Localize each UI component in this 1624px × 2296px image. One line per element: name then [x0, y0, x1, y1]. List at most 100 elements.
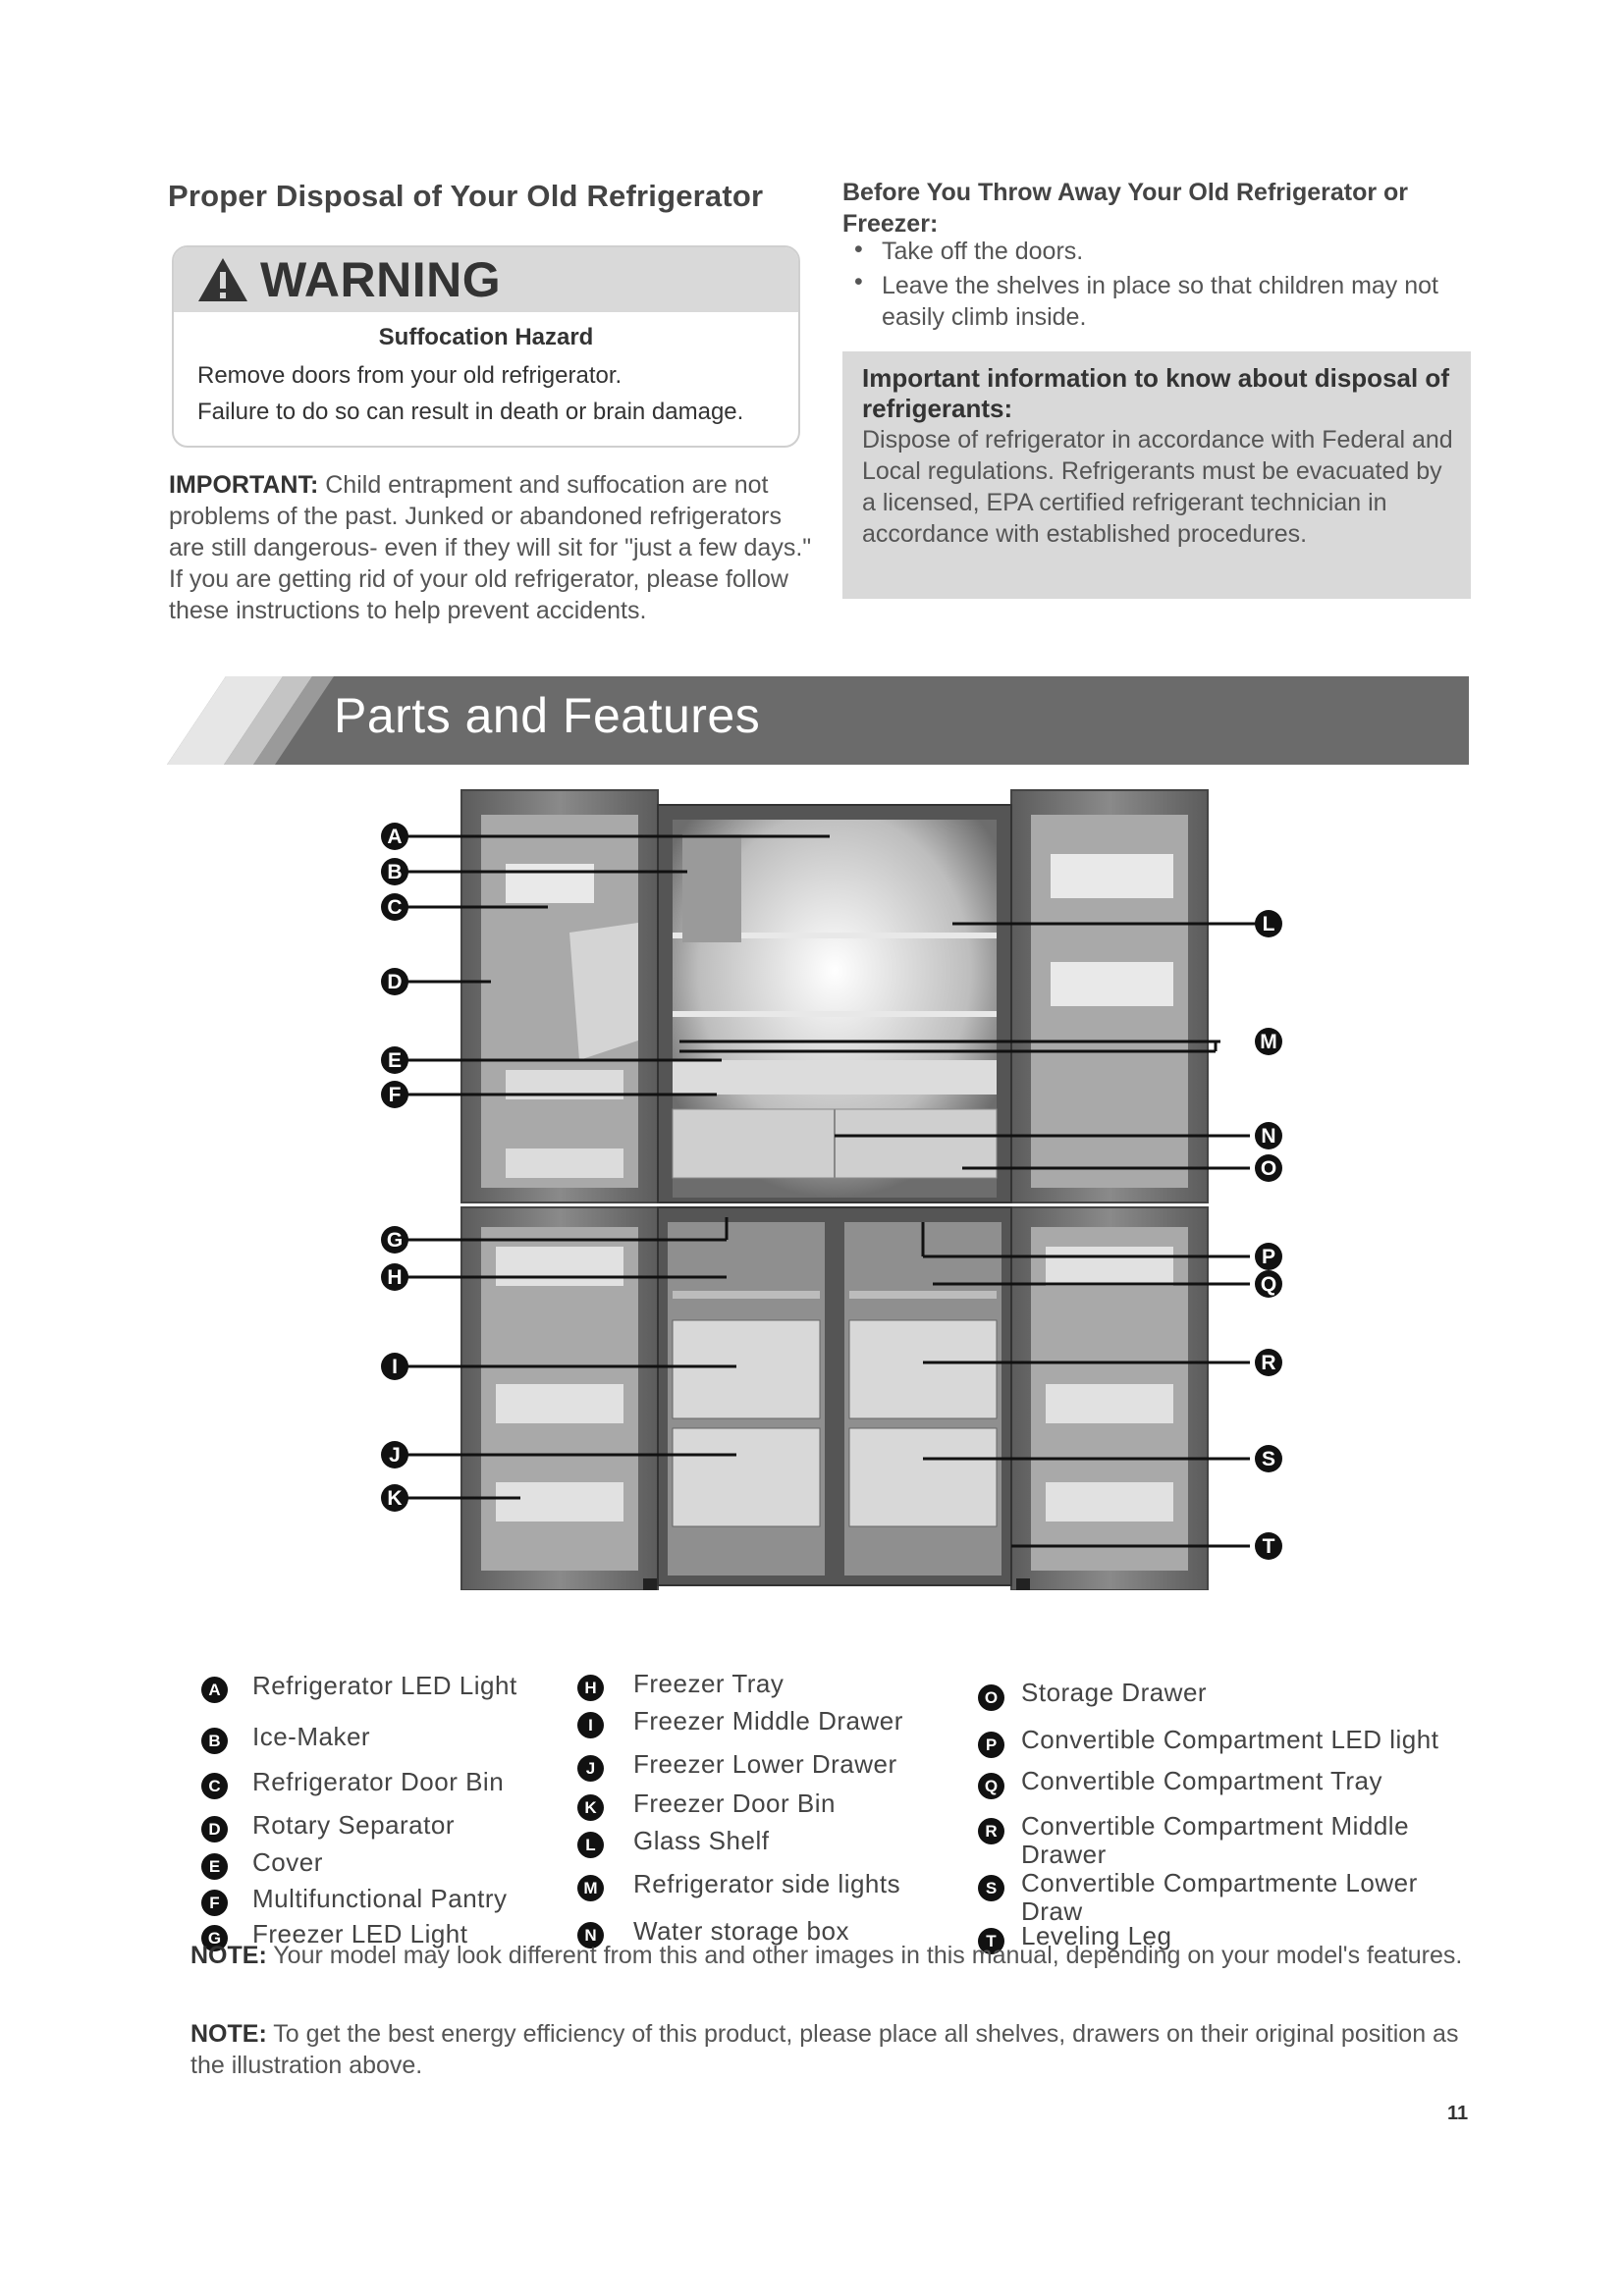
legend-item-t: Leveling Leg: [1021, 1921, 1172, 1950]
legend-badge-t: T: [978, 1928, 1004, 1954]
fridge-body: [460, 789, 1209, 1590]
diagram-label-s: S: [1255, 1445, 1282, 1472]
bullet-dot: •: [854, 236, 863, 263]
diagram-label-n: N: [1255, 1122, 1282, 1149]
diagram-label-d: D: [381, 968, 408, 995]
refrigerant-info-box: Important information to know about disp…: [842, 351, 1471, 599]
parts-banner: [167, 676, 1469, 765]
refrigerator-diagram: ABC D EF GH I JK L M NO PQ R S T: [381, 789, 1282, 1590]
page-number: 11: [1447, 2103, 1469, 2124]
legend-badge-o: O: [978, 1684, 1004, 1711]
legend-badge-c: C: [201, 1773, 228, 1799]
svg-text:T: T: [1263, 1535, 1275, 1558]
legend-badge-q: Q: [978, 1773, 1004, 1799]
diagram-label-j: J: [381, 1441, 408, 1468]
info-box-title: Important information to know about disp…: [862, 363, 1449, 423]
warning-line-2: Failure to do so can result in death or …: [197, 399, 744, 425]
legend-badge-d: D: [201, 1816, 228, 1842]
diagram-label-p: P: [1255, 1243, 1282, 1270]
legend-item-h: Freezer Tray: [633, 1669, 785, 1698]
diagram-label-l: L: [1255, 910, 1282, 937]
legend-item-n: Water storage box: [633, 1916, 849, 1946]
before-bullet-2: Leave the shelves in place so that child…: [882, 272, 1439, 331]
warning-triangle-icon: [198, 258, 247, 301]
svg-text:G: G: [387, 1229, 403, 1252]
svg-text:N: N: [1261, 1125, 1275, 1148]
legend-item-m: Refrigerator side lights: [633, 1869, 901, 1898]
svg-text:L: L: [1263, 913, 1275, 935]
svg-text:A: A: [387, 826, 402, 848]
diagram-label-m: M: [1255, 1028, 1282, 1055]
legend-item-f: Multifunctional Pantry: [252, 1884, 508, 1913]
diagram-label-q: Q: [1255, 1270, 1282, 1298]
svg-text:J: J: [389, 1444, 401, 1467]
legend-item-a: Refrigerator LED Light: [252, 1671, 517, 1700]
legend-badge-r: R: [978, 1818, 1004, 1844]
legend-item-b: Ice-Maker: [252, 1722, 371, 1751]
legend-item-q: Convertible Compartment Tray: [1021, 1766, 1383, 1795]
legend-badge-m: M: [577, 1875, 604, 1901]
svg-text:P: P: [1262, 1246, 1275, 1268]
section-title-disposal: Proper Disposal of Your Old Refrigerator: [168, 179, 764, 213]
warning-header: WARNING: [174, 247, 798, 312]
important-paragraph: IMPORTANT: Child entrapment and suffocat…: [169, 469, 817, 626]
legend-badge-f: F: [201, 1890, 228, 1916]
svg-text:R: R: [1261, 1352, 1275, 1374]
legend-badge-h: H: [577, 1675, 604, 1701]
legend-item-g: Freezer LED Light: [252, 1919, 468, 1949]
diagram-label-g: G: [381, 1226, 408, 1254]
bullet-dot: •: [854, 268, 863, 295]
legend-item-e: Cover: [252, 1847, 323, 1877]
diagram-label-f: F: [381, 1081, 408, 1108]
diagram-label-h: H: [381, 1263, 408, 1291]
warning-box: WARNING Suffocation Hazard Remove doors …: [172, 245, 800, 448]
svg-text:Q: Q: [1261, 1273, 1276, 1296]
svg-text:E: E: [388, 1049, 402, 1072]
legend-item-d: Rotary Separator: [252, 1810, 455, 1840]
legend-item-k: Freezer Door Bin: [633, 1789, 836, 1818]
diagram-label-a: A: [381, 823, 408, 850]
note-label: NOTE:: [190, 2020, 267, 2048]
diagram-labels: ABC D EF GH I JK L M NO PQ R S T: [381, 823, 1282, 1560]
legend-badge-e: E: [201, 1853, 228, 1880]
svg-text:I: I: [392, 1356, 398, 1378]
legend-item-p: Convertible Compartment LED light: [1021, 1725, 1439, 1754]
diagram-label-e: E: [381, 1046, 408, 1074]
legend-badge-k: K: [577, 1794, 604, 1821]
legend-item-j: Freezer Lower Drawer: [633, 1749, 897, 1779]
legend-badge-j: J: [577, 1755, 604, 1782]
legend-item-l: Glass Shelf: [633, 1826, 770, 1855]
note-2-text: To get the best energy efficiency of thi…: [190, 2020, 1459, 2079]
diagram-label-i: I: [381, 1353, 408, 1380]
legend-item-c: Refrigerator Door Bin: [252, 1767, 505, 1796]
svg-text:H: H: [387, 1266, 402, 1289]
svg-text:O: O: [1261, 1157, 1276, 1180]
svg-text:B: B: [387, 861, 402, 883]
legend-item-o: Storage Drawer: [1021, 1678, 1208, 1707]
note-label: NOTE:: [190, 1942, 267, 1969]
note-1-text: Your model may look different from this …: [273, 1942, 1463, 1969]
warning-line-1: Remove doors from your old refrigerator.: [197, 362, 623, 389]
svg-text:S: S: [1262, 1448, 1275, 1470]
legend-badge-l: L: [577, 1832, 604, 1858]
svg-text:C: C: [387, 896, 402, 919]
important-text: Child entrapment and suffocation are not…: [169, 471, 812, 624]
diagram-label-o: O: [1255, 1154, 1282, 1182]
before-throw-title: Before You Throw Away Your Old Refrigera…: [842, 179, 1409, 238]
legend-badge-g: G: [201, 1925, 228, 1951]
diagram-label-c: C: [381, 893, 408, 921]
legend-badge-s: S: [978, 1875, 1004, 1901]
diagram-label-t: T: [1255, 1532, 1282, 1560]
before-bullet-1: Take off the doors.: [882, 238, 1084, 265]
diagram-label-b: B: [381, 858, 408, 885]
important-label: IMPORTANT:: [169, 471, 319, 499]
svg-text:F: F: [389, 1084, 402, 1106]
note-energy-efficiency: NOTE: To get the best energy efficiency …: [190, 2018, 1496, 2081]
legend-badge-a: A: [201, 1677, 228, 1703]
legend-item-i: Freezer Middle Drawer: [633, 1706, 903, 1735]
legend-item-r: Convertible Compartment Middle Drawer: [1021, 1811, 1410, 1869]
info-box-body: Dispose of refrigerator in accordance wi…: [862, 426, 1453, 548]
warning-title: WARNING: [260, 252, 502, 307]
svg-text:K: K: [387, 1487, 402, 1510]
leader-lines: [406, 834, 1257, 1548]
